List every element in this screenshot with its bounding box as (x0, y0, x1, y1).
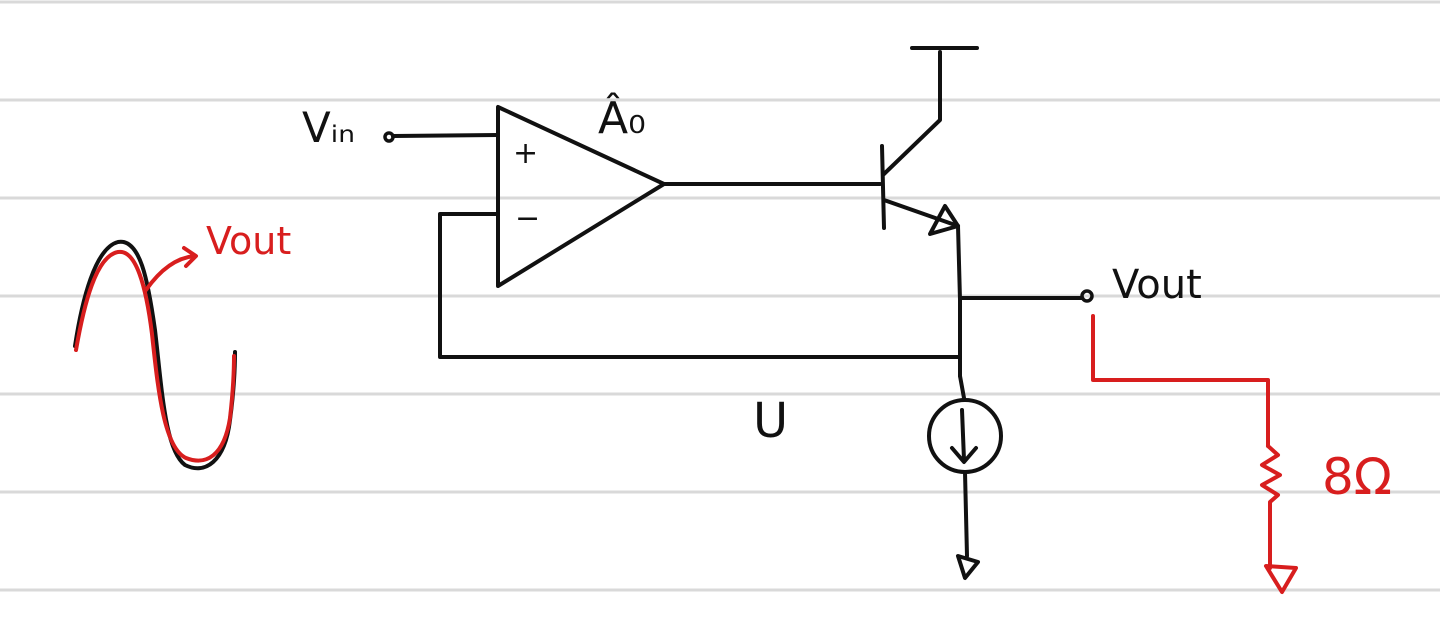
feedback-label: U (753, 393, 788, 449)
opamp-minus-label: − (515, 201, 540, 236)
npn-transistor-icon (880, 46, 979, 236)
waveform-pointer-arrow (144, 246, 198, 292)
input-label: Vᵢₙ (302, 103, 355, 152)
current-source-arrow (950, 408, 978, 464)
ruled-lines (0, 0, 1440, 592)
resistor-icon (1260, 444, 1282, 570)
opamp-plus-label: + (513, 136, 538, 171)
load-label: 8Ω (1322, 448, 1392, 506)
output-terminal (1080, 289, 1094, 303)
feedback-wire (438, 212, 962, 359)
opamp-gain-label: Â₀ (598, 91, 646, 144)
load-branch (1091, 314, 1298, 594)
emitter-wire (956, 224, 962, 378)
source-wire-top (958, 374, 966, 400)
source-wire-bottom (963, 470, 969, 558)
output-node-label: Vout (1112, 262, 1202, 308)
ground-icon (956, 554, 980, 580)
opamp-triangle-icon (496, 105, 666, 288)
waveform-label: Vout (206, 219, 291, 263)
input-wire (391, 133, 500, 138)
load-ground-icon (1264, 564, 1298, 594)
output-waveform (74, 249, 236, 463)
